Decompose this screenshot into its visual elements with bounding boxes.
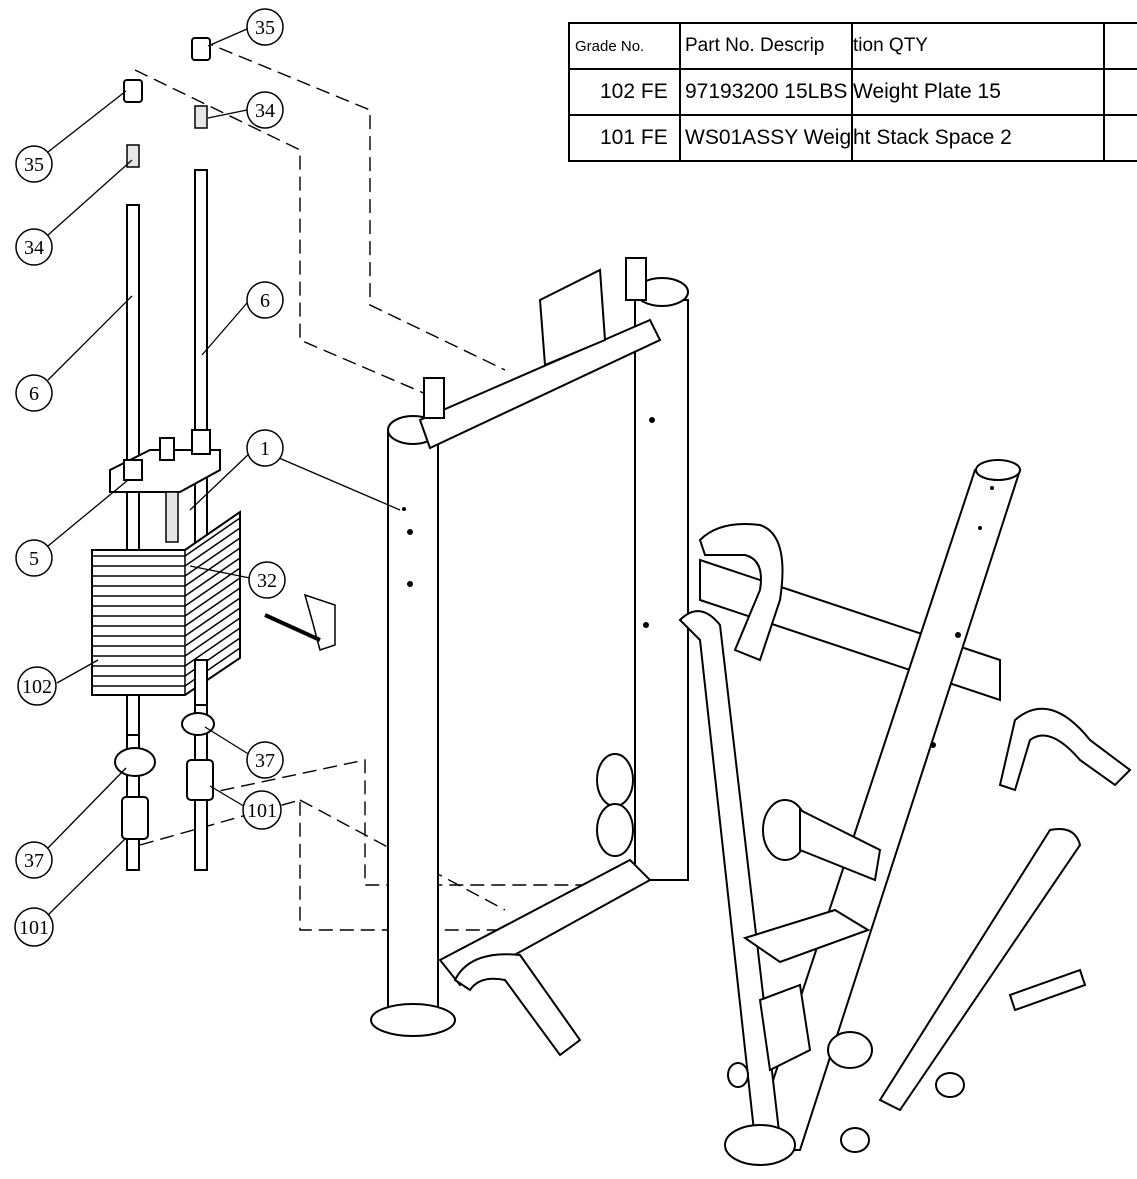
top-bracket: [538, 268, 607, 367]
right-handle-bar: [878, 828, 1082, 1112]
main-frame: [370, 257, 1132, 1166]
center-pivot: [827, 1031, 873, 1069]
callout-32: 32: [248, 561, 286, 599]
parts-table-header: Grade No. Part No. Descrip tion QTY: [568, 22, 1137, 70]
row-grade-no: 101 FE: [568, 114, 681, 162]
top-plate-post: [159, 437, 175, 461]
callout-35-top: 35: [246, 8, 284, 46]
pulley-lower: [596, 803, 634, 857]
svg-text:32: 32: [257, 570, 277, 592]
bumper-37-left: [114, 747, 156, 777]
seat-plate: [742, 908, 871, 964]
rod-collar-left: [123, 459, 143, 481]
rear-upright: [634, 299, 689, 881]
callout-6-left: 6: [15, 374, 53, 412]
callout-35-left: 35: [15, 145, 53, 183]
svg-text:37: 37: [24, 850, 44, 872]
svg-text:1: 1: [260, 438, 270, 460]
svg-text:101: 101: [247, 800, 277, 822]
front-upright-1: [387, 429, 439, 1021]
left-grip: [698, 523, 784, 662]
assembly-dashed-lines: [134, 39, 590, 931]
svg-text:6: 6: [260, 290, 270, 312]
foot-handle: [453, 953, 582, 1057]
svg-text:102: 102: [22, 676, 52, 698]
svg-text:34: 34: [255, 100, 275, 122]
base-beam: [438, 858, 652, 987]
wheel-rear: [935, 1072, 965, 1098]
svg-text:37: 37: [255, 750, 275, 772]
svg-text:35: 35: [24, 154, 44, 176]
cap-35-left: [123, 79, 143, 103]
bumper-37-right: [181, 712, 215, 736]
base-foot-front: [724, 1124, 796, 1166]
callout-37-right: 37: [246, 741, 284, 779]
wheel-front: [840, 1127, 870, 1153]
svg-text:35: 35: [255, 17, 275, 39]
row-qty: [1103, 114, 1137, 162]
callout-34-left: 34: [15, 228, 53, 266]
parts-table: Grade No. Part No. Descrip tion QTY 102 …: [568, 22, 1137, 162]
table-row: 101 FE WS01ASSY Weig ht Stack Space 2: [568, 114, 1137, 162]
cap-35-right: [191, 37, 211, 61]
header-description: tion QTY: [851, 22, 1105, 70]
pulley-upper: [596, 753, 634, 807]
selector-pin-32: [264, 593, 336, 651]
svg-text:34: 34: [24, 237, 44, 259]
callout-6-right: 6: [246, 281, 284, 319]
row-description: Weight Plate 15: [851, 68, 1105, 116]
rod-bottom-left: [126, 694, 140, 736]
spacer-101-left: [121, 796, 149, 840]
weight-stack-assembly: [91, 37, 336, 871]
callout-102: 102: [17, 666, 57, 706]
wheel-left: [727, 1062, 749, 1088]
right-grip: [998, 707, 1132, 792]
rod-bottom-right: [194, 659, 208, 706]
beam-post-left: [423, 377, 445, 419]
callout-5: 5: [15, 539, 53, 577]
spring-34-right: [194, 105, 208, 129]
callout-101-right: 101: [242, 790, 282, 830]
callout-34-right: 34: [246, 91, 284, 129]
row-qty: [1103, 68, 1137, 116]
row-part-no: WS01ASSY Weig: [679, 114, 853, 162]
leader-lines: [47, 28, 401, 916]
callout-101-left: 101: [14, 907, 54, 947]
left-handle-bar: [678, 610, 782, 1141]
front-upright-foot: [370, 1003, 456, 1037]
table-row: 102 FE 97193200 15LBS Weight Plate 15: [568, 68, 1137, 116]
svg-text:5: 5: [29, 548, 39, 570]
svg-text:101: 101: [19, 917, 49, 939]
weight-plates-102: [91, 510, 241, 696]
svg-text:6: 6: [29, 383, 39, 405]
beam-post-right: [625, 257, 647, 301]
row-description: ht Stack Space 2: [851, 114, 1105, 162]
header-part-no: Part No. Descrip: [679, 22, 853, 70]
pivot-bracket: [758, 983, 812, 1072]
rear-bracket: [1008, 968, 1087, 1012]
rod-collar-right: [191, 429, 211, 455]
header-qty: [1103, 22, 1137, 70]
selector-stem: [165, 491, 179, 543]
top-beam: [418, 318, 662, 450]
row-grade-no: 102 FE: [568, 68, 681, 116]
header-grade-no: Grade No.: [568, 22, 681, 70]
spacer-101-right: [186, 759, 214, 801]
callout-37-left: 37: [15, 841, 53, 879]
callout-1: 1: [246, 429, 284, 467]
row-part-no: 97193200 15LBS: [679, 68, 853, 116]
